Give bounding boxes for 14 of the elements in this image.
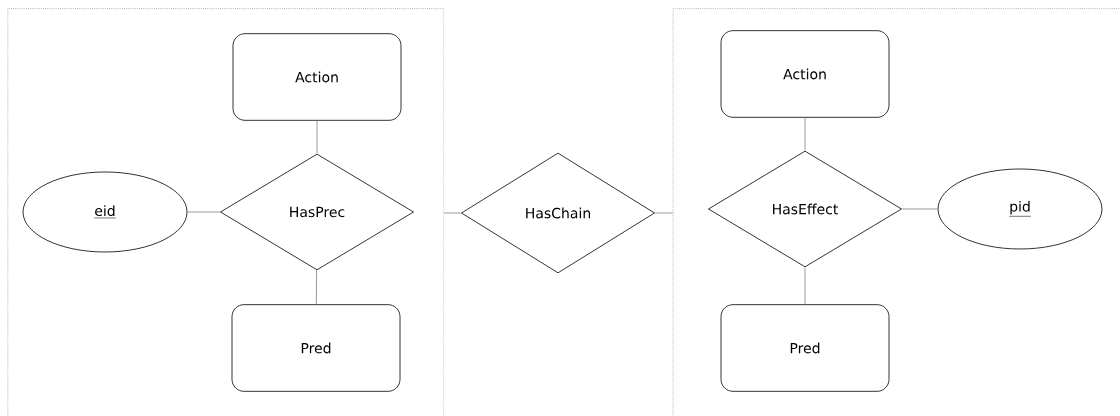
connector-line [316, 120, 318, 154]
entity-box: Pred [231, 304, 401, 392]
connector-line [315, 269, 317, 305]
connector-line [804, 267, 806, 305]
entity-box: Action [720, 30, 890, 118]
connector-line [187, 211, 221, 213]
entity-box: Pred [720, 304, 890, 392]
connector-line [901, 208, 938, 210]
connector-line [804, 117, 806, 151]
connector-line [443, 212, 462, 214]
connector-line [654, 212, 674, 214]
frame-border [672, 8, 1120, 416]
entity-box: Action [232, 33, 402, 121]
frame-border [7, 8, 445, 416]
